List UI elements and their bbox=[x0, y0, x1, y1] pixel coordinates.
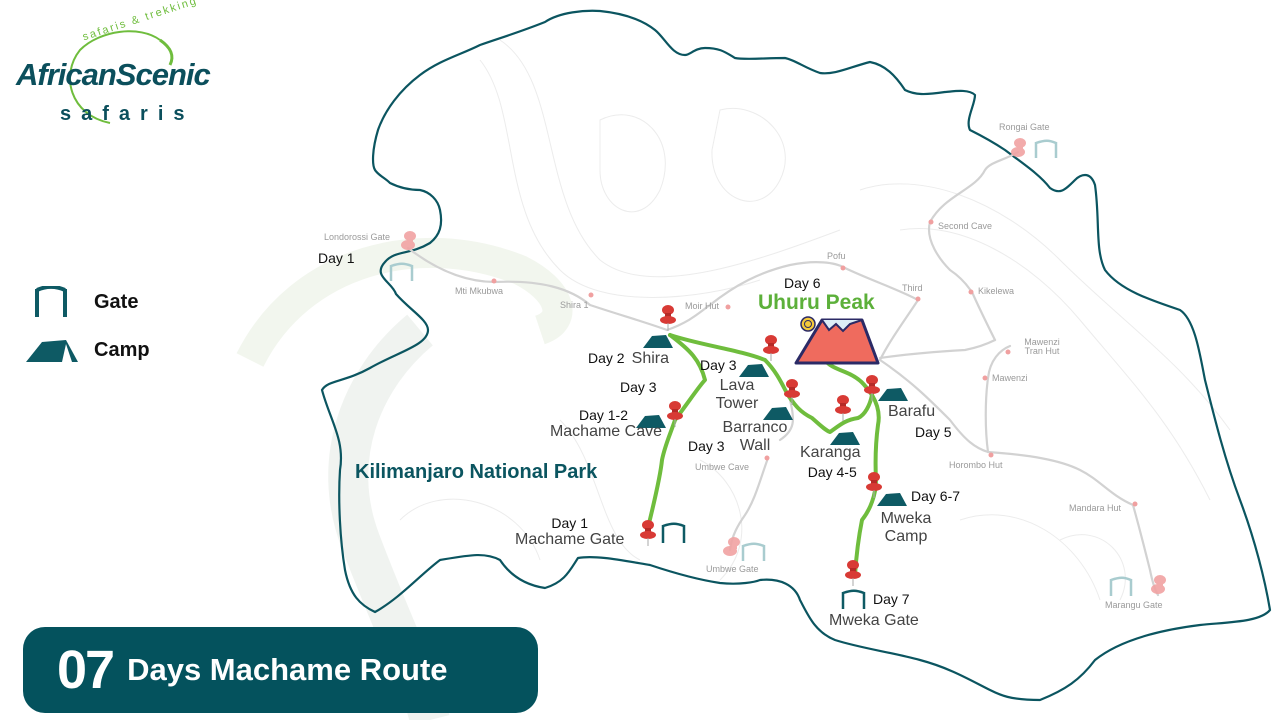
place-label-mti-mkubwa: Mti Mkubwa bbox=[455, 286, 504, 296]
park-boundary bbox=[320, 9, 1272, 702]
stop-name: Machame Cave bbox=[549, 423, 662, 440]
place-label-marangu-gate: Marangu Gate bbox=[1105, 600, 1163, 610]
stop-name-barafu: Barafu bbox=[888, 403, 936, 420]
stop-shira: Day 2 Shira bbox=[588, 350, 669, 367]
route-title-banner: 07 Days Machame Route bbox=[23, 627, 538, 713]
place-label-second-cave: Second Cave bbox=[938, 221, 993, 231]
gate-icon bbox=[35, 286, 67, 317]
place-label-third: Third bbox=[902, 283, 923, 293]
stop-day-mweka-camp: Day 6-7 bbox=[911, 488, 961, 504]
stop-name-barranco-wall: Barranco Wall bbox=[722, 419, 788, 454]
place-label-umbwe-gate: Umbwe Gate bbox=[706, 564, 759, 574]
stop-day: Day 2 bbox=[588, 350, 625, 366]
stop-day: Day 1 bbox=[551, 515, 588, 531]
stop-name-mweka-gate: Mweka Gate bbox=[829, 612, 919, 629]
place-label-mawenzi: Mawenzi bbox=[992, 373, 1028, 383]
route-title: Days Machame Route bbox=[127, 652, 448, 687]
stop-karanga: Karanga Day 4-5 bbox=[800, 444, 861, 480]
day-label-londorossi: Day 1 bbox=[318, 250, 355, 266]
place-label-umbwe-cave: Umbwe Cave bbox=[695, 462, 750, 472]
days-number: 07 bbox=[57, 640, 115, 700]
stop-day-lava-tower: Day 3 bbox=[700, 357, 737, 373]
map-legend: Gate Camp bbox=[24, 278, 150, 374]
place-label-rongai-gate: Rongai Gate bbox=[999, 122, 1050, 132]
trail-points bbox=[491, 219, 1138, 507]
stop-day-barafu: Day 5 bbox=[915, 424, 952, 440]
place-label-moir-hut: Moir Hut bbox=[685, 301, 720, 311]
park-name: Kilimanjaro National Park bbox=[355, 461, 598, 483]
legend-item-camp: Camp bbox=[24, 326, 150, 374]
stop-machame-cave: Day 1-2 Machame Cave bbox=[540, 408, 662, 440]
peak-day-label: Day 6 bbox=[784, 275, 821, 291]
legend-label: Gate bbox=[94, 290, 139, 313]
place-label-pofu: Pofu bbox=[827, 251, 846, 261]
place-label-horombo-hut: Horombo Hut bbox=[949, 460, 1003, 470]
sun-icon bbox=[800, 316, 816, 332]
background-swoosh bbox=[236, 237, 573, 368]
stop-day: Day 4-5 bbox=[807, 464, 857, 480]
stop-machame-gate: Day 1 Machame Gate bbox=[515, 516, 624, 548]
legend-item-gate: Gate bbox=[24, 278, 150, 326]
legend-label: Camp bbox=[94, 338, 150, 361]
place-label-mandara-hut: Mandara Hut bbox=[1069, 503, 1122, 513]
stop-day-mweka-gate: Day 7 bbox=[873, 591, 910, 607]
place-label-mawenzi-tran-hut: Mawenzi Tran Hut bbox=[1024, 337, 1060, 356]
stop-name: Shira bbox=[631, 350, 670, 367]
stop-name: Machame Gate bbox=[515, 531, 625, 548]
logo-name: AfricanScenic bbox=[16, 57, 211, 92]
stop-name: Karanga bbox=[800, 444, 861, 461]
place-label-londorossi-gate: Londorossi Gate bbox=[324, 232, 391, 242]
peak-name: Uhuru Peak bbox=[758, 291, 875, 314]
camp-icon bbox=[26, 340, 78, 362]
logo-swoosh-icon bbox=[69, 30, 174, 124]
place-label-kikelewa: Kikelewa bbox=[978, 286, 1015, 296]
stop-name-mweka-camp: Mweka Camp bbox=[880, 510, 932, 545]
logo-sub: safaris bbox=[60, 103, 195, 125]
stop-day-barranco: Day 3 bbox=[688, 438, 725, 454]
stop-day: Day 1-2 bbox=[578, 407, 628, 423]
day-label-shira-day3: Day 3 bbox=[620, 379, 657, 395]
stop-name-lava-tower: Lava Tower bbox=[715, 377, 759, 412]
company-logo: safaris & trekking AfricanScenic safaris bbox=[10, 0, 211, 145]
place-label-shira-1: Shira 1 bbox=[560, 300, 589, 310]
mountain-peak-icon bbox=[794, 318, 880, 365]
